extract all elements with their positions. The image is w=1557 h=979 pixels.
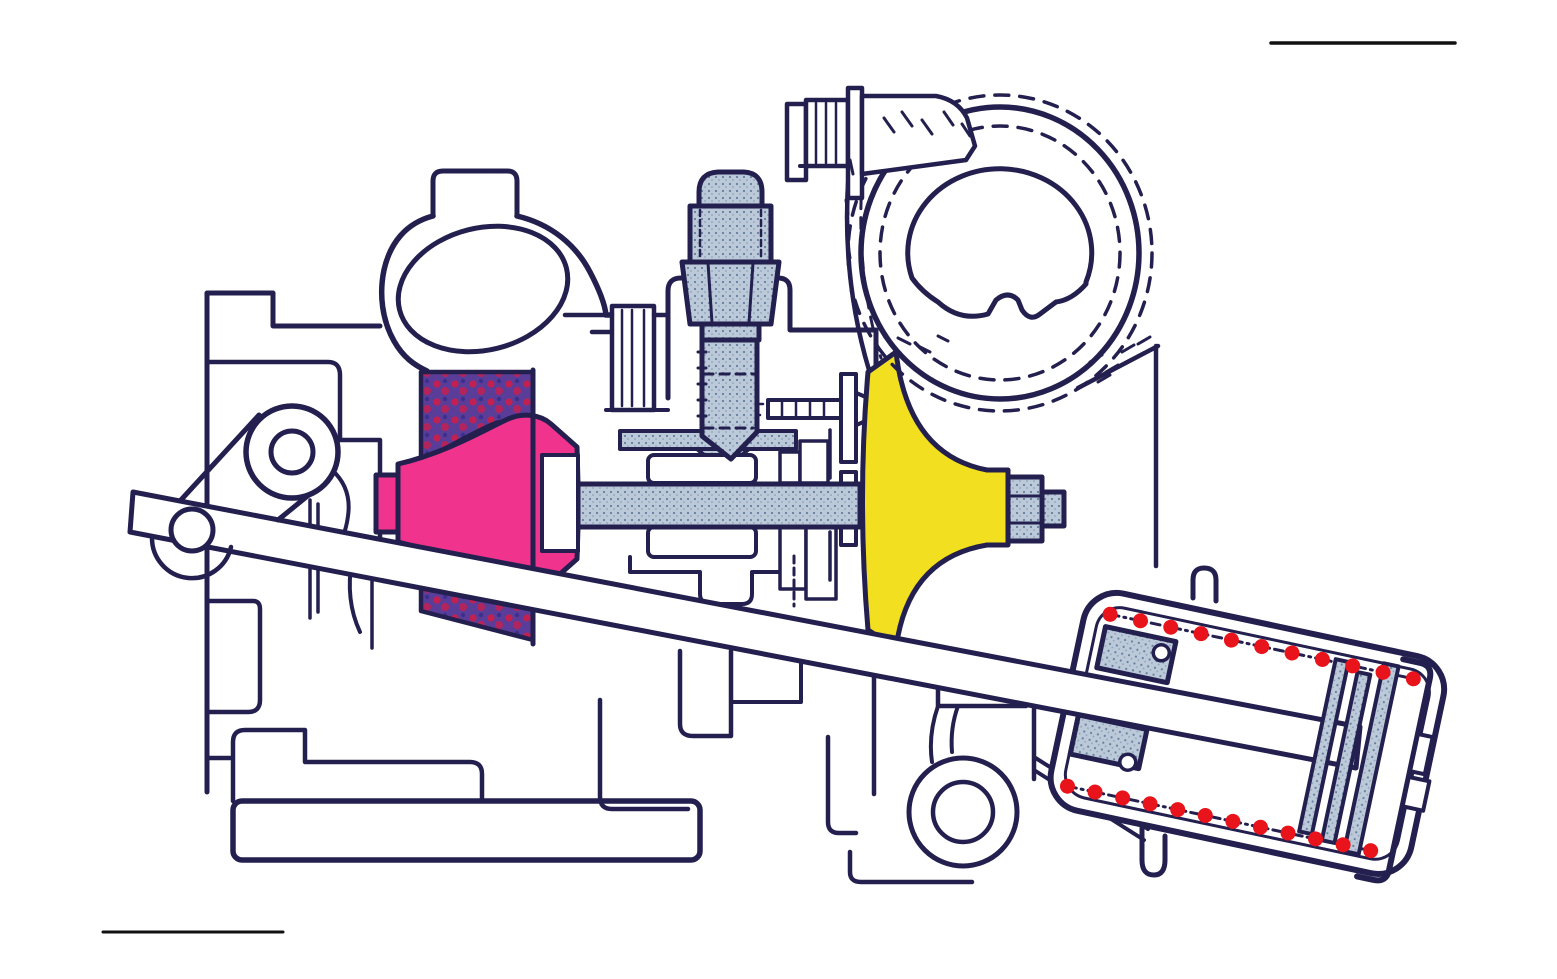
bracket-bolt-hatch bbox=[814, 101, 838, 165]
bracket-right-plate bbox=[859, 93, 978, 177]
journal-bearing-upper bbox=[646, 453, 758, 485]
spring-coil-dot bbox=[1163, 619, 1179, 635]
spring-coil-dot bbox=[1225, 813, 1241, 829]
spring-coil-dot bbox=[1193, 626, 1209, 642]
rod-guide-block-upper bbox=[1094, 624, 1179, 686]
shaft-nut-tip bbox=[1039, 489, 1067, 529]
spring-coil-dot bbox=[1059, 778, 1075, 794]
wastegate-lever bbox=[149, 403, 341, 581]
volute-ring-solid bbox=[858, 104, 1142, 402]
compressor-flange-step bbox=[204, 359, 383, 476]
spring-coil-dot bbox=[1314, 651, 1330, 667]
spring-coil-dot bbox=[1197, 808, 1213, 824]
compressor-scroll-outer-right bbox=[514, 213, 615, 318]
spring-coil-dot bbox=[1308, 831, 1324, 847]
spring-coil-dot bbox=[1405, 671, 1421, 687]
spring-coil-dot bbox=[1252, 819, 1268, 835]
wastegate-neck-left bbox=[928, 704, 940, 764]
wastegate-bowl-inner bbox=[930, 779, 996, 845]
fitting-hex-facets bbox=[706, 261, 755, 325]
spring-coil-dot bbox=[1363, 843, 1379, 859]
actuator-diaphragm bbox=[1297, 656, 1435, 884]
spring-coil-dot bbox=[1223, 632, 1239, 648]
housing-lower-step bbox=[204, 598, 263, 715]
lower-housing bbox=[597, 648, 803, 812]
fitting-shank-ribs bbox=[696, 350, 708, 418]
compressor-scroll-inner bbox=[395, 223, 571, 355]
lever-tangent-upper bbox=[177, 412, 262, 504]
shaft-nut-facets bbox=[1007, 494, 1043, 525]
page-rules bbox=[101, 41, 1457, 934]
fitting-hex-collar bbox=[679, 259, 782, 327]
turbine-wheel-body bbox=[860, 349, 1011, 651]
turbine-wheel bbox=[860, 349, 1011, 651]
diaphragm-bar-3 bbox=[1342, 661, 1401, 857]
volute-opening bbox=[905, 166, 1095, 320]
shaft-nut bbox=[1005, 474, 1045, 544]
fitting-thread-dashes bbox=[698, 208, 763, 260]
flange-hatch-dashes bbox=[844, 110, 1152, 384]
turbine-housing bbox=[784, 85, 1161, 569]
backplate-bar-upper bbox=[839, 372, 858, 464]
wastegate-bowl-outer bbox=[906, 755, 1020, 869]
spring-coil-dot bbox=[1142, 796, 1158, 812]
actuator-internals bbox=[1059, 606, 1435, 884]
seal-collar-2 bbox=[798, 439, 830, 485]
spring-coil-dot bbox=[1087, 784, 1103, 800]
wastegate-step bbox=[825, 734, 859, 836]
compressor-flange-outline bbox=[204, 290, 383, 795]
lower-housing-left bbox=[597, 697, 691, 812]
oil-inlet-fitting bbox=[665, 169, 879, 462]
fitting-cap bbox=[696, 169, 765, 209]
fitting-shank bbox=[699, 337, 760, 462]
wastegate-neck-right bbox=[949, 704, 960, 754]
actuator-top-tab bbox=[1190, 565, 1219, 604]
compressor-hub-stub bbox=[373, 472, 401, 535]
actuator-rod bbox=[127, 489, 1363, 771]
diaphragm-bar-2 bbox=[1319, 670, 1373, 845]
bracket-left-plate bbox=[784, 101, 809, 183]
spring-coil-dot bbox=[1170, 802, 1186, 818]
turbo-shaft bbox=[575, 481, 863, 530]
volute-ring-dashed-inner bbox=[878, 124, 1122, 382]
compressor-scroll-tab bbox=[430, 168, 520, 219]
spring-coil-dot bbox=[1375, 664, 1391, 680]
outlet-flange-slope bbox=[1075, 343, 1161, 391]
spring-coil-dot bbox=[1284, 645, 1300, 661]
base-plate-upper-steps bbox=[230, 727, 485, 804]
diaphragm-bar-1 bbox=[1297, 657, 1351, 837]
spring-coil-dot bbox=[1335, 837, 1351, 853]
mounting-base-plate bbox=[230, 798, 703, 863]
fitting-shank-dashes bbox=[702, 372, 757, 430]
actuator-spring-upper-dots bbox=[1102, 606, 1421, 687]
actuator-spring-lower-dots bbox=[1059, 778, 1379, 859]
spring-coil-dot bbox=[1280, 825, 1296, 841]
retainer-screw-threads bbox=[780, 398, 826, 420]
spring-coil-dot bbox=[1115, 790, 1131, 806]
diaphragm-bracket bbox=[1354, 656, 1434, 884]
rod-guide-notch-lower bbox=[1118, 752, 1138, 772]
lever-hole bbox=[268, 428, 316, 476]
spring-coil-dot bbox=[1132, 613, 1148, 629]
compressor-scroll-outer-left bbox=[378, 213, 436, 374]
housing-stud-bolt-hatch bbox=[620, 308, 646, 408]
compressor-seal-boss bbox=[540, 453, 580, 553]
pivot-arc bbox=[149, 535, 234, 581]
spring-coil-dot bbox=[1102, 606, 1118, 622]
spring-coil-dot bbox=[1345, 658, 1361, 674]
journal-bearing-lower bbox=[646, 525, 758, 559]
seal-collar-1 bbox=[778, 450, 802, 485]
diaphragm-button-2 bbox=[1400, 774, 1432, 813]
diaphragm-button-1 bbox=[1408, 731, 1435, 777]
pivot-pin bbox=[168, 506, 216, 554]
wastegate-base bbox=[847, 849, 975, 885]
rod-guide-notch-upper bbox=[1151, 643, 1172, 663]
lower-housing-block bbox=[677, 648, 734, 739]
actuator-bottom-tab bbox=[1139, 825, 1168, 878]
fitting-upper-block bbox=[687, 203, 774, 265]
diagram-artwork bbox=[101, 41, 1457, 934]
spring-coil-dot bbox=[1254, 639, 1270, 655]
